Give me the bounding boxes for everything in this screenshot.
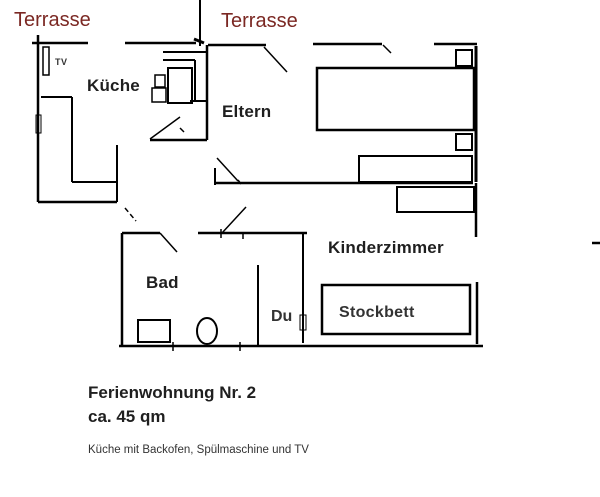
kitchen-unit-small-1 xyxy=(154,74,166,88)
outer-walls xyxy=(32,0,600,344)
wall-top-d-dash xyxy=(382,44,392,54)
room-label-du: Du xyxy=(271,308,293,325)
stove xyxy=(167,67,193,104)
eltern-terrace-door-swing xyxy=(263,46,288,73)
kinderzimmer-room xyxy=(119,186,483,351)
room-label-eltern: Eltern xyxy=(222,102,272,121)
corridor-door-swing xyxy=(221,206,247,234)
room-label-kueche: Küche xyxy=(87,76,140,95)
room-label-kinderzimmer: Kinderzimmer xyxy=(328,238,444,257)
terrace-label-left: Terrasse xyxy=(14,9,91,31)
caption-title: Ferienwohnung Nr. 2 xyxy=(88,383,257,402)
tv-label: TV xyxy=(55,57,68,67)
terrace-label-top: Terrasse xyxy=(221,10,298,32)
bad-door-swing xyxy=(159,232,178,253)
stockbett-box xyxy=(320,283,472,336)
stockbett-label: Stockbett xyxy=(339,304,415,321)
room-label-bad: Bad xyxy=(146,273,179,292)
tv-unit xyxy=(42,46,50,76)
kitchen-unit-small-2 xyxy=(151,87,167,103)
desk-unit xyxy=(396,186,475,213)
eltern-door-swing xyxy=(216,157,239,182)
bathroom xyxy=(120,231,307,346)
kitchen-door-swing xyxy=(149,116,181,140)
double-bed xyxy=(315,66,476,132)
eltern-door-tick xyxy=(237,179,242,185)
du-wall-door-mark xyxy=(299,314,307,331)
sink-unit xyxy=(137,319,171,343)
caption-size: ca. 45 qm xyxy=(88,407,166,426)
toilet xyxy=(196,317,218,345)
nightstand-top xyxy=(455,49,473,67)
nightstand-bottom xyxy=(455,133,473,151)
caption-note: Küche mit Backofen, Spülmaschine und TV xyxy=(88,444,309,456)
left-wall-door-mark xyxy=(35,114,42,134)
corridor-dashed-swing xyxy=(124,207,137,222)
kitchen-door-dash xyxy=(179,127,185,133)
wardrobe xyxy=(358,155,473,183)
eltern-room xyxy=(214,49,476,185)
kitchen xyxy=(42,45,209,142)
hall-walls xyxy=(38,96,118,204)
